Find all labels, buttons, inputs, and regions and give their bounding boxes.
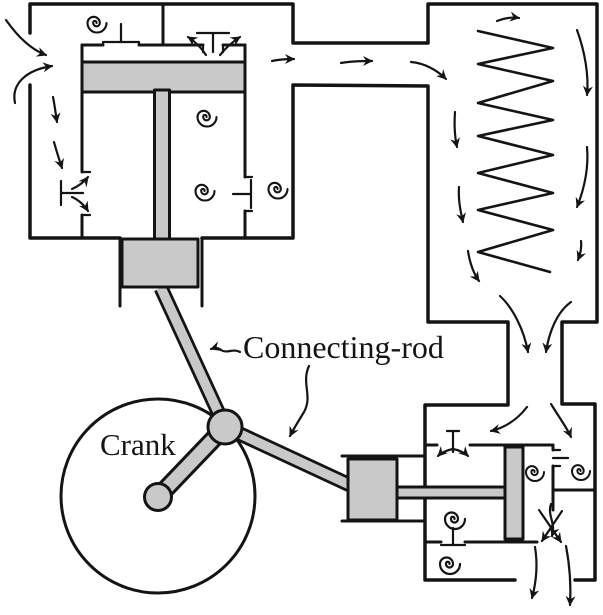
flow-arrow-icon: [575, 28, 593, 97]
upper-piston-rod: [153, 88, 171, 243]
flow-arrow-icon: [70, 195, 90, 213]
lower-connecting-rod: [221, 420, 356, 493]
side-inlet-valve-icon: [59, 170, 92, 217]
crank-shaft-hub: [143, 482, 173, 512]
suction-valve-open-icon: [436, 429, 470, 458]
label-pointer-arrow-icon: [288, 364, 311, 438]
upper-crosshead: [120, 237, 200, 289]
lower-piston: [503, 445, 525, 541]
crank-mechanism: [59, 284, 356, 595]
lower-cylinder-assembly: [346, 429, 597, 547]
side-valve-icon: [231, 175, 254, 213]
flow-arrow-icon: [270, 54, 296, 65]
casing-wall: [200, 83, 510, 489]
flow-arrow-icon: [13, 62, 54, 105]
flow-arrow-icon: [466, 249, 481, 283]
flow-arrow-icon: [186, 35, 208, 57]
cooler-tower: [476, 29, 555, 274]
flow-arrow-icon: [4, 18, 48, 57]
exhaust-valve-open-icon: [537, 502, 564, 544]
lower-crosshead: [346, 457, 399, 522]
casing-outline: [28, 2, 599, 582]
flow-arrow-icon: [409, 60, 448, 81]
flow-arrow-icon: [489, 405, 529, 434]
flow-arrow-icon: [576, 239, 586, 262]
flow-arrow-icon: [50, 95, 61, 124]
flow-arrow-icon: [52, 140, 64, 170]
flow-arrow-icon: [575, 145, 589, 209]
connecting-rod-label: Connecting-rod: [243, 329, 444, 365]
label-pointer-arrow-icon: [209, 341, 242, 354]
flow-arrow-icon: [498, 294, 532, 354]
flow-arrow-icon: [564, 544, 576, 607]
cooler-coil: [476, 29, 555, 274]
suction-valve-icon: [101, 22, 141, 47]
flow-arrow-icon: [529, 545, 540, 600]
crank-pin: [206, 408, 244, 446]
flow-arrow-icon: [436, 446, 455, 458]
upper-cylinder-assembly: [59, 22, 254, 289]
labels: Crank Connecting-rod: [100, 329, 444, 462]
flow-arrow-icon: [548, 502, 560, 538]
flow-arrow-icon: [456, 185, 466, 224]
flow-arrow-icon: [450, 110, 460, 149]
bottom-valve-icon: [439, 526, 467, 547]
casing-wall: [28, 2, 599, 582]
delivery-valve-icon: [186, 31, 242, 57]
upper-connecting-rod: [154, 284, 232, 431]
flow-arrows: [4, 11, 593, 607]
flow-arrow-icon: [451, 446, 470, 458]
flow-arrow-icon: [70, 175, 90, 191]
upper-piston: [80, 60, 247, 94]
lower-piston-rod: [395, 485, 511, 500]
flow-arrow-icon: [339, 56, 374, 67]
casing-wall: [28, 83, 122, 240]
flow-arrow-icon: [218, 35, 242, 57]
casing-wall: [423, 496, 517, 582]
flow-arrow-icon: [542, 300, 573, 354]
flow-arrow-icon: [549, 402, 573, 439]
crank-label: Crank: [100, 427, 176, 462]
side-valve-icon: [551, 448, 570, 468]
flow-arrow-icon: [495, 11, 521, 23]
